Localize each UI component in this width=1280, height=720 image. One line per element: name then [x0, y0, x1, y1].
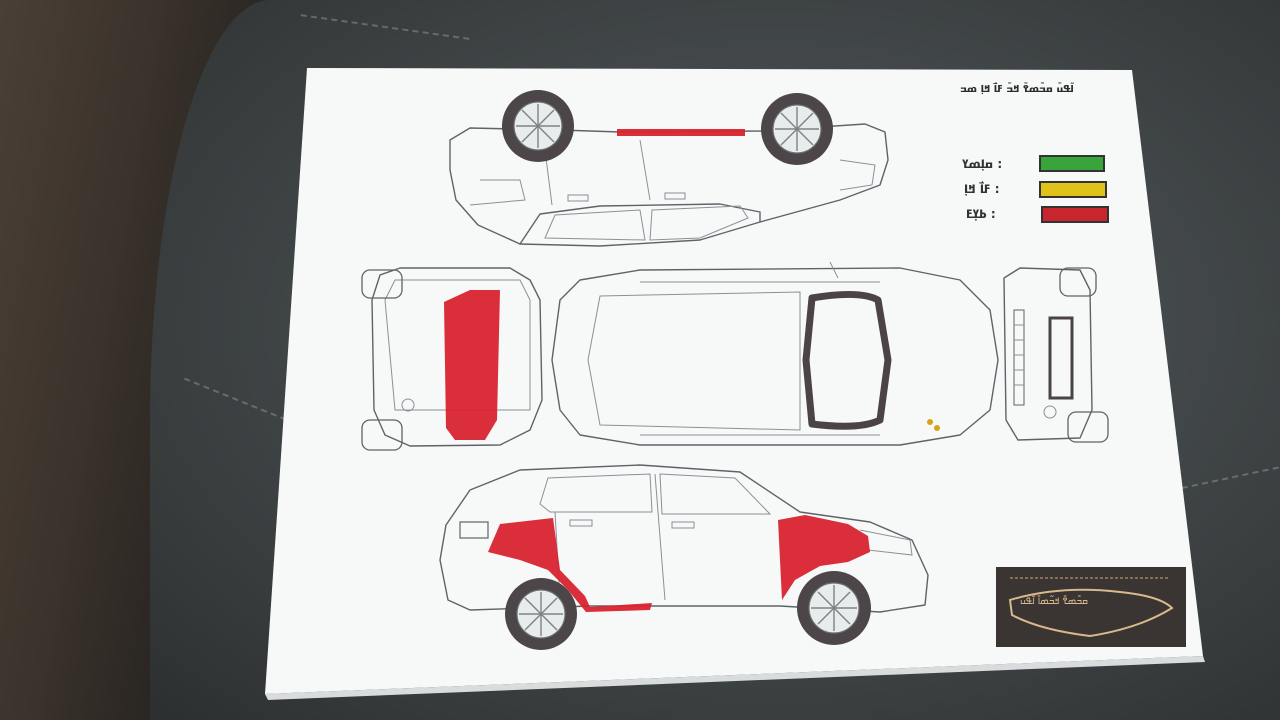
logo-text: ߛߏ߫ߘߐ߫ ߞߏ߬ߘߊ߫ ߊ߬ߟߎ߫: [1020, 594, 1088, 607]
damage-marker: [488, 518, 652, 612]
legend-item-repaint: ߓߊ߯ ߞߊ߲ :: [964, 180, 1107, 198]
damage-marker: [778, 515, 870, 600]
paper-edge: [265, 656, 1205, 700]
car-view-front: [1003, 267, 1109, 443]
car-view-rear: [361, 267, 543, 451]
legend-label-repaint: ߓߊ߯ ߞߊ߲ :: [964, 180, 1000, 196]
sheet-header: ߊ߬ߟߎ߫ ߛߏ߫ߘߐ߫ ߞߏ߫ ߓߊ߯ ߞߊ߲ ߘߏ: [960, 82, 1075, 95]
wheel: [797, 571, 871, 645]
wheel: [502, 90, 574, 162]
legend-item-ok: ߛߊ߲ߘߌ :: [962, 155, 1105, 172]
legend-swatch-yellow: [1039, 181, 1107, 198]
legend-label-replaced: ߕߌ߲ߓ :: [966, 207, 996, 221]
legend: ߛߊ߲ߘߌ : ߓߊ߯ ߞߊ߲ : ߕߌ߲ߓ :: [962, 155, 1109, 223]
car-view-left-side: [439, 464, 929, 650]
legend-label-ok: ߛߊ߲ߘߌ :: [962, 157, 1002, 171]
wheel: [505, 578, 577, 650]
damage-marker: [617, 129, 745, 136]
legend-swatch-red: [1041, 206, 1109, 223]
shop-logo: ߛߏ߫ߘߐ߫ ߞߏ߬ߘߊ߫ ߊ߬ߟߎ߫: [996, 567, 1186, 647]
damage-marker: [444, 290, 500, 440]
car-view-right-side: [449, 90, 889, 247]
legend-swatch-green: [1039, 155, 1105, 172]
wheel: [761, 93, 833, 165]
grille: [1013, 309, 1025, 406]
car-view-roof: [551, 261, 999, 446]
legend-item-replaced: ߕߌ߲ߓ :: [966, 206, 1109, 223]
